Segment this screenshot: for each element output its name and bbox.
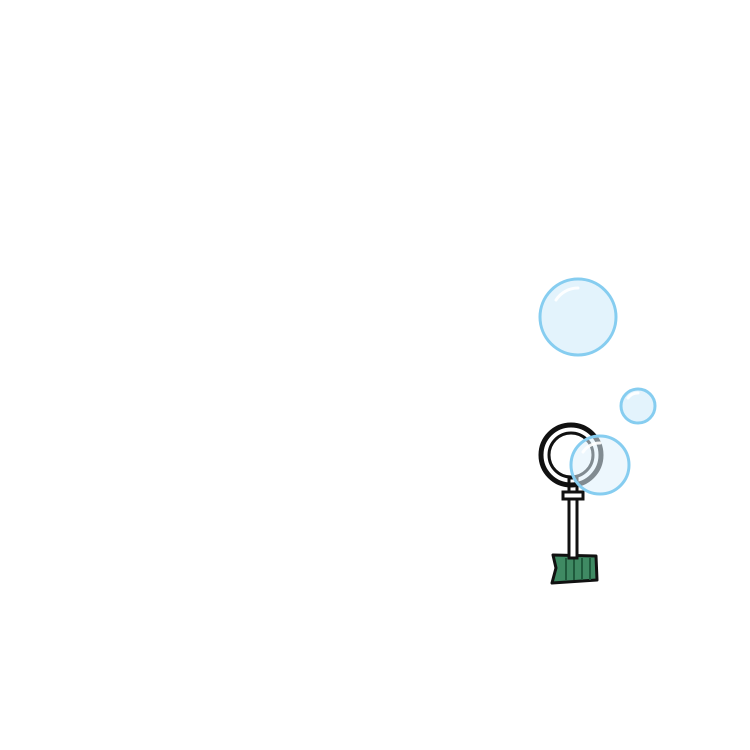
medium-bubble xyxy=(569,434,631,496)
wand-stem xyxy=(567,476,579,560)
small-bubble xyxy=(619,387,657,425)
large-bubble xyxy=(538,277,618,357)
medium-bubble-body xyxy=(569,434,631,496)
wand-handle xyxy=(550,553,599,585)
large-bubble-body xyxy=(538,277,618,357)
medium-bubble-highlight xyxy=(581,441,602,454)
bubble-wand-icon xyxy=(538,422,604,585)
small-bubble-highlight xyxy=(626,391,640,400)
large-bubble-highlight xyxy=(554,286,580,302)
wand-crossbar xyxy=(561,490,585,501)
